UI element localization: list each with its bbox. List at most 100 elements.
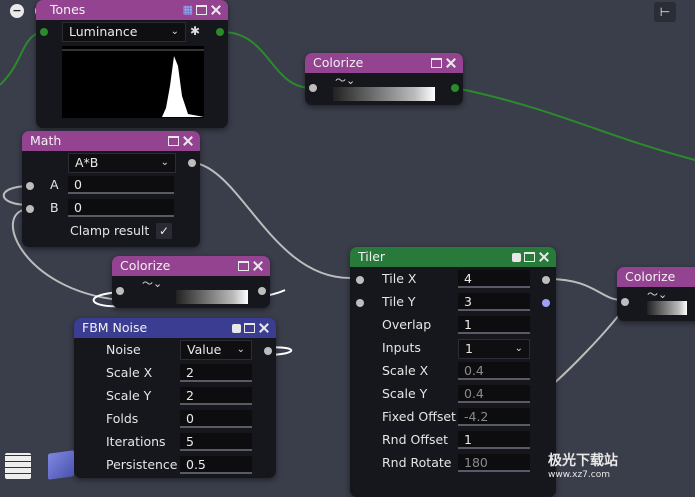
curve-icon[interactable]: 〜⌄	[647, 288, 668, 301]
b-field[interactable]: 0	[68, 199, 174, 217]
math-node[interactable]: Math A*B⌄ A 0 B 0 Clamp result ✓	[22, 131, 200, 247]
overlap-field[interactable]: 1	[458, 316, 530, 334]
dice-icon[interactable]	[512, 252, 521, 262]
fbm-row-label: Iterations	[106, 434, 166, 449]
iterations-field[interactable]: 5	[180, 433, 252, 451]
tiler-output-port[interactable]	[542, 299, 550, 307]
math-a-port[interactable]	[26, 182, 34, 190]
fbm-row-label: Folds	[106, 411, 139, 426]
tiler-row-label: Scale Y	[382, 386, 428, 401]
close-icon[interactable]	[210, 4, 222, 16]
tiler-row-label: Tile Y	[382, 294, 416, 309]
fbm-row-label: Scale X	[106, 365, 153, 380]
scale-x-field[interactable]: 2	[180, 364, 252, 382]
wall-icon[interactable]	[5, 453, 31, 479]
colorize-right-header[interactable]: Colorize	[617, 267, 695, 287]
clamp-label: Clamp result	[70, 223, 150, 238]
colorize-right-title: Colorize	[625, 269, 676, 284]
inputs-select[interactable]: 1⌄	[458, 339, 530, 359]
close-icon[interactable]	[538, 251, 550, 263]
close-icon[interactable]	[182, 135, 194, 147]
math-output-port[interactable]	[188, 159, 196, 167]
math-b-port[interactable]	[26, 205, 34, 213]
watermark: 极光下载站 www.xz7.com	[548, 450, 618, 480]
noise-select[interactable]: Value⌄	[180, 340, 252, 360]
fbm-noise-node[interactable]: FBM Noise Noise Value⌄ Scale X 2 Scale Y…	[74, 318, 276, 478]
fbm-output-port[interactable]	[264, 347, 272, 355]
curve-icon[interactable]: 〜⌄	[142, 277, 163, 290]
tones-input-port[interactable]	[40, 28, 48, 36]
tiler-row-label: Inputs	[382, 340, 421, 355]
tiler-row-label: Overlap	[382, 317, 432, 332]
tile-y-field[interactable]: 3	[458, 293, 530, 311]
tones-header[interactable]: Tones ▦	[36, 0, 228, 20]
math-header[interactable]: Math	[22, 131, 200, 151]
fbm-header[interactable]: FBM Noise	[74, 318, 276, 338]
colorize-mid-title: Colorize	[120, 258, 171, 273]
fbm-row-label: Noise	[106, 342, 141, 357]
tones-node[interactable]: Tones ▦ Luminance⌄ ✱	[36, 0, 228, 128]
tones-output-port[interactable]	[216, 28, 224, 36]
colorize-mid-input-port[interactable]	[116, 287, 124, 295]
colorize-top-output-port[interactable]	[451, 84, 459, 92]
maximize-icon[interactable]	[431, 58, 442, 68]
gradient-bar[interactable]	[333, 87, 435, 101]
clamp-checkbox[interactable]: ✓	[156, 223, 172, 239]
tiler-input-port[interactable]	[356, 299, 364, 307]
fixed-offset-field[interactable]: -4.2	[458, 408, 530, 426]
tones-title: Tones	[50, 2, 86, 17]
scale-x-field[interactable]: 0.4	[458, 362, 530, 380]
maximize-icon[interactable]	[238, 261, 249, 271]
scale-y-field[interactable]: 0.4	[458, 385, 530, 403]
colorize-mid-output-port[interactable]	[258, 287, 266, 295]
corner-icon[interactable]: ⊢	[654, 2, 676, 22]
colorize-right-node[interactable]: Colorize 〜⌄	[617, 267, 695, 321]
gradient-bar[interactable]	[647, 301, 687, 315]
colorize-top-node[interactable]: Colorize 〜⌄	[305, 53, 463, 105]
maximize-icon[interactable]	[524, 252, 535, 262]
close-icon[interactable]	[445, 57, 457, 69]
rnd-offset-field[interactable]: 1	[458, 431, 530, 449]
watermark-text: 极光下载站	[548, 453, 618, 469]
b-label: B	[50, 200, 59, 215]
tiler-row-label: Fixed Offset	[382, 409, 456, 424]
colorize-top-input-port[interactable]	[309, 84, 317, 92]
fbm-title: FBM Noise	[82, 320, 148, 335]
maximize-icon[interactable]	[196, 5, 207, 15]
colorize-top-header[interactable]: Colorize	[305, 53, 463, 73]
maximize-icon[interactable]	[168, 136, 179, 146]
tiler-output-port[interactable]	[542, 276, 550, 284]
colorize-mid-node[interactable]: Colorize 〜⌄	[112, 256, 270, 308]
a-label: A	[50, 177, 59, 192]
rnd-rotate-field[interactable]: 180	[458, 454, 530, 472]
luminance-select[interactable]: Luminance⌄	[62, 22, 186, 42]
operation-select[interactable]: A*B⌄	[68, 153, 176, 173]
tiler-title: Tiler	[358, 249, 386, 264]
tiler-row-label: Scale X	[382, 363, 429, 378]
tiler-input-port[interactable]	[356, 276, 364, 284]
tile-x-field[interactable]: 4	[458, 270, 530, 288]
minus-icon[interactable]: −	[10, 4, 24, 18]
fbm-row-label: Scale Y	[106, 388, 152, 403]
colorize-mid-header[interactable]: Colorize	[112, 256, 270, 276]
tiler-row-label: Rnd Rotate	[382, 455, 452, 470]
folds-field[interactable]: 0	[180, 410, 252, 428]
close-icon[interactable]	[258, 322, 270, 334]
tiler-node[interactable]: Tiler Tile X 4 Tile Y 3 Overlap 1 Inputs…	[350, 247, 556, 497]
histogram	[62, 46, 204, 118]
gradient-bar[interactable]	[176, 290, 248, 304]
scale-y-field[interactable]: 2	[180, 387, 252, 405]
cube-icon[interactable]	[48, 450, 74, 480]
colorize-right-input-port[interactable]	[621, 298, 629, 306]
math-title: Math	[30, 133, 62, 148]
curve-icon[interactable]: 〜⌄	[335, 74, 356, 87]
dice-icon[interactable]	[232, 323, 241, 333]
close-icon[interactable]	[252, 260, 264, 272]
maximize-icon[interactable]	[244, 323, 255, 333]
histogram-icon[interactable]: ▦	[182, 3, 193, 16]
picker-icon[interactable]: ✱	[190, 24, 201, 38]
tiler-header[interactable]: Tiler	[350, 247, 556, 267]
fbm-row-label: Persistence	[106, 457, 178, 472]
a-field[interactable]: 0	[68, 176, 174, 194]
persistence-field[interactable]: 0.5	[180, 456, 252, 474]
